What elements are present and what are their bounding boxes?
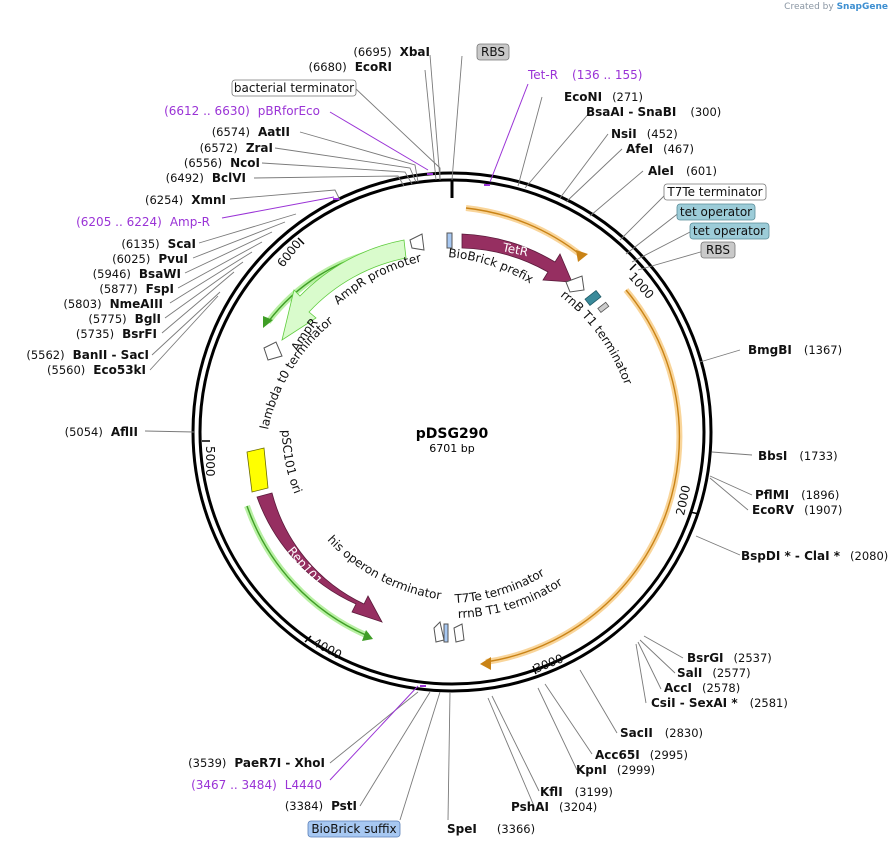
site-kfli: KflI(3199)	[540, 785, 613, 799]
biobrick-suffix-label: BioBrick suffix	[311, 822, 396, 836]
site-acc65i: Acc65I(2995)	[595, 748, 688, 762]
t7te-terminator-label: T7Te terminator	[666, 185, 762, 199]
site-xbai: (6695)XbaI	[353, 45, 430, 59]
credit-prefix: Created by	[784, 2, 834, 12]
site-bsaai-snabi: BsaAI - SnaBI(300)	[586, 105, 721, 119]
site-spei: SpeI(3366)	[447, 822, 535, 836]
rbs-top-box	[476, 43, 510, 61]
tet-operator-label-1: tet operator	[680, 205, 752, 219]
site-eco53ki: (5560)Eco53kI	[47, 363, 146, 377]
primer-amp-r: (6205 .. 6224)Amp-R	[76, 215, 210, 229]
tick-6000: 6000	[274, 237, 304, 270]
site-nsii: NsiI(452)	[611, 127, 678, 141]
tet-operator-label-2: tet operator	[693, 224, 765, 238]
site-csii-sexai: CsiI - SexAI *(2581)	[651, 696, 788, 710]
rrnb-t1-right-label: rrnB T1 terminator	[558, 287, 635, 386]
site-bsrfi: (5735)BsrFI	[76, 327, 157, 341]
site-labels-left: (6695)XbaI (6680)EcoRI (6574)AatII (6572…	[26, 45, 430, 813]
site-fspi: (5877)FspI	[99, 282, 174, 296]
terminator-glyphs	[263, 232, 585, 643]
tick-5000: 5000	[203, 446, 217, 477]
site-pshai: PshAI(3204)	[511, 800, 597, 814]
site-sali: SalI(2577)	[677, 666, 751, 680]
bacterial-terminator-label: bacterial terminator	[234, 81, 354, 95]
snapgene-brand: SnapGene	[836, 2, 888, 12]
primer-l4440: (3467 .. 3484)L4440	[191, 778, 322, 792]
rbs-glyph-right	[597, 301, 610, 314]
tet-operator-glyph	[584, 289, 602, 307]
site-ecori: (6680)EcoRI	[308, 60, 392, 74]
orf-arc-right-line	[485, 289, 681, 663]
plasmid-size: 6701 bp	[429, 442, 474, 455]
rbs-right-box	[700, 241, 736, 259]
site-banii-saci: (5562)BanII - SacI	[26, 348, 149, 362]
psc101-ori-label: pSC101 ori	[279, 430, 305, 496]
tick-2000: 2000	[673, 484, 693, 517]
psc101-ori-block	[246, 447, 269, 493]
orf-arc-green-bottom-head	[362, 630, 373, 641]
ampr-promoter-arrow	[281, 239, 407, 341]
orf-arc-green-bottom-line	[246, 505, 369, 637]
site-acci: AccI(2578)	[664, 681, 740, 695]
plasmid-name: pDSG290	[416, 426, 489, 442]
site-alei: AleI(601)	[648, 164, 717, 178]
rbs-top-label: RBS	[481, 45, 505, 59]
primer-marks	[333, 173, 490, 687]
bacterial-terminator-box	[231, 79, 357, 97]
tet-operator-box-2	[689, 222, 770, 240]
primer-tet-r: Tet-R(136 .. 155)	[527, 68, 642, 82]
orf-arc-top-line	[465, 207, 583, 257]
biobrick-suffix-box	[307, 820, 401, 838]
site-bsawi: (5946)BsaWI	[93, 267, 181, 281]
site-paer7i-xhoi: (3539)PaeR7I - XhoI	[188, 756, 325, 770]
site-aatii: (6574)AatII	[212, 125, 290, 139]
site-bmgbi: BmgBI(1367)	[748, 343, 842, 357]
orf-arc-top-head	[576, 250, 588, 262]
rbs-right-label: RBS	[706, 243, 730, 257]
site-bgli: (5775)BglI	[88, 312, 161, 326]
site-bspdi-clai: BspDI * - ClaI *(2080)	[741, 549, 888, 563]
site-ecorv: EcoRV(1907)	[752, 503, 842, 517]
orf-arc-right-head	[480, 657, 491, 670]
site-kpni: KpnI(2999)	[576, 763, 655, 777]
leader-lines	[144, 54, 753, 821]
site-bbsi: BbsI(1733)	[758, 449, 838, 463]
primer-lines	[221, 83, 529, 781]
tetr-label: TetR	[500, 240, 529, 259]
site-ncoi: (6556)NcoI	[184, 156, 260, 170]
site-pflmi: PflMI(1896)	[755, 488, 839, 502]
site-labels-right: EcoNI(271) BsaAI - SnaBI(300) NsiI(452) …	[447, 90, 888, 836]
site-bsrgi: BsrGI(2537)	[687, 651, 772, 665]
site-aflii: (5054)AflII	[65, 425, 138, 439]
snapgene-credit: Created by SnapGene	[784, 2, 888, 12]
site-sacii: SacII(2830)	[620, 726, 703, 740]
site-scai: (6135)ScaI	[121, 237, 196, 251]
site-econi: EcoNI(271)	[564, 90, 643, 104]
site-pvui: (6025)PvuI	[112, 252, 188, 266]
site-bclvi: (6492)BclVI	[166, 171, 246, 185]
rep101-arrow	[256, 492, 383, 623]
site-afei: AfeI(467)	[626, 142, 694, 156]
primer-pbrforeco: (6612 .. 6630)pBRforEco	[164, 104, 320, 118]
site-nmeaiii: (5803)NmeAIII	[63, 297, 163, 311]
tick-marks	[202, 237, 700, 675]
t7te-terminator-box	[663, 183, 767, 201]
site-psti: (3384)PstI	[285, 799, 357, 813]
orf-arc-green-top-head	[263, 316, 273, 328]
tet-operator-box-1	[676, 203, 756, 221]
site-xmni: (6254)XmnI	[145, 193, 226, 207]
site-zrai: (6572)ZraI	[200, 141, 273, 155]
